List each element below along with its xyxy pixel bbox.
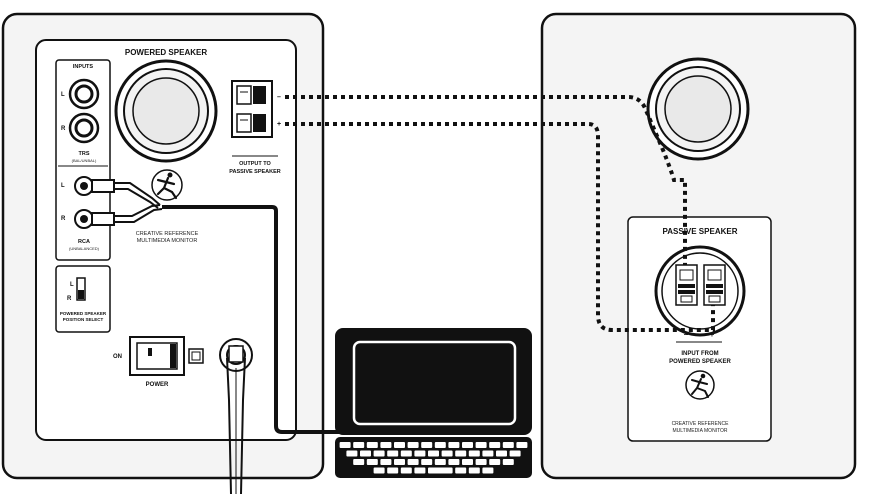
powered-speaker-title: POWERED SPEAKER: [125, 48, 207, 57]
power-label: POWER: [146, 382, 169, 388]
keyboard-key: [414, 467, 426, 474]
power-cord: [219, 338, 253, 495]
position-select-panel: L R POWERED SPEAKER POSITION SELECT: [55, 265, 111, 333]
keyboard-key: [434, 442, 446, 448]
trs-r-label: R: [61, 126, 66, 132]
keyboard-key: [468, 467, 480, 474]
inputs-label: INPUTS: [73, 64, 94, 70]
laptop-keyboard: [339, 442, 528, 474]
output-plus-label: +: [277, 121, 281, 128]
output-terminal: [231, 80, 273, 138]
keyboard-key: [489, 459, 501, 465]
keyboard-key: [475, 442, 487, 448]
powered-brand-line-1: CREATIVE REFERENCE: [136, 231, 199, 237]
trs-jack-right: [68, 112, 100, 144]
keyboard-key: [394, 459, 405, 465]
laptop-icon: [335, 328, 532, 478]
rca-r-label: R: [61, 216, 66, 222]
keyboard-key: [516, 442, 528, 448]
speaker-wires: [285, 95, 715, 332]
passive-input-terminal: [654, 245, 746, 337]
powered-speaker: POWERED SPEAKER INPUTS L R TRS (BAL/UNBA…: [1, 12, 342, 495]
powered-brand-line-2: MULTIMEDIA MONITOR: [137, 238, 198, 244]
trs-jack-left: [68, 78, 100, 110]
keyboard-key: [502, 442, 514, 448]
keyboard-key: [387, 450, 399, 457]
select-l-label: L: [70, 282, 74, 288]
passive-input-label-line-1: INPUT FROM: [681, 351, 718, 357]
trs-sub-label: (BAL/UNBAL): [72, 158, 97, 163]
passive-minus-label: –: [684, 330, 689, 339]
keyboard-key: [421, 442, 433, 448]
keyboard-key: [489, 442, 501, 448]
passive-speaker-title: PASSIVE SPEAKER: [663, 227, 738, 236]
keyboard-key: [462, 442, 473, 448]
keyboard-key: [346, 450, 358, 457]
keyboard-key: [509, 450, 521, 457]
keyboard-key: [414, 450, 426, 457]
rca-sub-label: (UNBALANCED): [69, 246, 100, 251]
keyboard-key: [394, 442, 405, 448]
keyboard-key: [462, 459, 473, 465]
select-label-line-2: POSITION SELECT: [63, 317, 104, 322]
passive-speaker: PASSIVE SPEAKER – + INPUT FROM POWERED S…: [540, 12, 857, 480]
rca-label: RCA: [78, 239, 90, 245]
keyboard-key: [353, 442, 365, 448]
keyboard-key: [441, 450, 453, 457]
keyboard-key: [428, 450, 439, 457]
keyboard-key: [448, 442, 460, 448]
keyboard-key: [387, 467, 399, 474]
keyboard-key: [496, 450, 507, 457]
passive-plus-label: +: [710, 330, 715, 339]
keyboard-key: [407, 459, 419, 465]
keyboard-key: [475, 459, 487, 465]
keyboard-key: [373, 450, 385, 457]
keyboard-key: [380, 442, 392, 448]
keyboard-key: [353, 459, 365, 465]
keyboard-key: [482, 450, 494, 457]
bass-port: [114, 59, 218, 163]
keyboard-key: [455, 467, 467, 474]
passive-brand-line-1: CREATIVE REFERENCE: [672, 421, 730, 427]
rca-l-label: L: [61, 183, 65, 189]
output-label-line-2: PASSIVE SPEAKER: [229, 169, 281, 175]
select-r-label: R: [67, 296, 72, 302]
passive-input-label-line-2: POWERED SPEAKER: [669, 359, 731, 365]
position-select-switch[interactable]: [76, 277, 86, 301]
power-on-label: ON: [113, 354, 122, 360]
rca-jack-right: [74, 209, 94, 229]
power-indicator: [188, 348, 204, 364]
running-man-logo-icon: [151, 169, 183, 201]
keyboard-key: [366, 459, 378, 465]
trs-l-label: L: [61, 92, 65, 98]
power-switch[interactable]: [129, 336, 185, 376]
keyboard-key: [428, 467, 453, 474]
keyboard-key: [448, 459, 460, 465]
keyboard-key: [502, 459, 514, 465]
keyboard-key: [360, 450, 371, 457]
keyboard-key: [366, 442, 378, 448]
keyboard-key: [407, 442, 419, 448]
keyboard-key: [400, 450, 412, 457]
keyboard-key: [482, 467, 494, 474]
keyboard-key: [373, 467, 385, 474]
keyboard-key: [468, 450, 480, 457]
passive-brand-line-2: MULTIMEDIA MONITOR: [672, 428, 727, 434]
passive-bass-port: [646, 57, 750, 161]
keyboard-key: [339, 442, 351, 448]
keyboard-key: [400, 467, 412, 474]
input-panel: INPUTS L R TRS (BAL/UNBAL) L R: [55, 59, 111, 261]
passive-running-man-logo-icon: [685, 370, 715, 400]
keyboard-key: [434, 459, 446, 465]
output-label-line-1: OUTPUT TO: [239, 161, 271, 167]
select-label-line-1: POWERED SPEAKER: [60, 311, 107, 316]
output-minus-label: –: [277, 94, 281, 101]
rca-cable: [91, 179, 342, 434]
keyboard-key: [421, 459, 433, 465]
keyboard-key: [380, 459, 392, 465]
trs-label: TRS: [79, 151, 90, 157]
keyboard-key: [455, 450, 467, 457]
rca-jack-left: [74, 176, 94, 196]
